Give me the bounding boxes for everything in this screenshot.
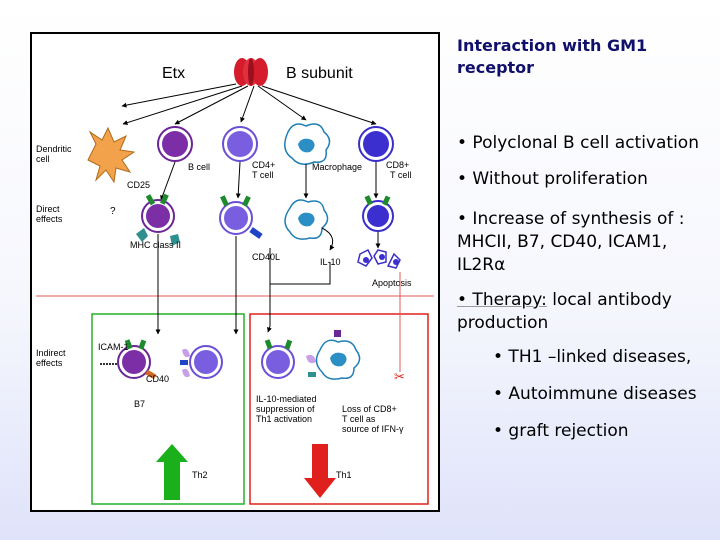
activated-cd8-t-cell-icon <box>362 195 394 232</box>
icam1-label: ICAM-1 <box>98 342 129 352</box>
th2-box <box>91 313 245 505</box>
dendritic-cell-icon <box>87 126 136 184</box>
lower-arrows <box>155 234 331 335</box>
cd40l-label: CD40L <box>252 252 280 262</box>
activated-cd4-t-cell-icon <box>219 195 263 239</box>
interacting-b-cell-icon <box>117 339 157 380</box>
cd8-label-2: T cell <box>390 170 411 180</box>
interacting-cd4-t-cell-icon <box>180 345 223 379</box>
activated-macrophage-icon <box>284 199 329 240</box>
cd4-label-2: T cell <box>252 170 273 180</box>
sub-bullet-graft: • graft rejection <box>493 421 629 441</box>
il10-note-1: IL-10-mediated <box>256 394 317 404</box>
mhc-class-ii-label: MHC class II <box>130 240 181 250</box>
suppressed-t-cell-icon <box>261 339 295 379</box>
sub-bullet-autoimmune: • Autoimmune diseases <box>493 384 697 404</box>
cd8-t-cell-icon <box>358 126 394 162</box>
etx-b-subunit-icon <box>234 58 268 86</box>
th2-label: Th2 <box>192 470 208 480</box>
macrophage-label: Macrophage <box>312 162 362 172</box>
cd8-note-1: Loss of CD8+ <box>342 404 397 414</box>
therapy-text: local antibody production <box>457 290 672 333</box>
b-subunit-label: B subunit <box>286 65 353 82</box>
sub-bullet-th1: • TH1 –linked diseases, <box>493 347 692 367</box>
cd40-label: CD40 <box>146 374 169 384</box>
bullet-without-proliferation: • Without proliferation <box>457 169 648 189</box>
apoptotic-fragments-icon <box>357 248 401 269</box>
indirect-effects-label-1: Indirect <box>36 348 66 358</box>
bullet-polyclonal: • Polyclonal B cell activation <box>457 133 699 153</box>
cd25-label: CD25 <box>127 180 150 190</box>
cd8-note-2: T cell as <box>342 414 376 424</box>
il10-arrow <box>321 227 335 251</box>
cd8-note-3: source of IFN-γ <box>342 424 404 434</box>
direct-effects-label-2: effects <box>36 214 63 224</box>
th1-down-arrow <box>304 444 336 498</box>
cd4-label-1: CD4+ <box>252 160 275 170</box>
th2-up-arrow <box>156 444 188 500</box>
cd8-label-1: CD8+ <box>386 160 409 170</box>
slide-title: Interaction with GM1 receptor <box>457 36 648 77</box>
th1-box <box>249 313 429 505</box>
regulatory-macrophage-icon <box>306 330 361 380</box>
bullet-therapy: • Therapy: local antibody production <box>457 289 717 335</box>
b7-label: B7 <box>134 399 145 409</box>
b-cell-icon <box>157 126 193 162</box>
macrophage-icon <box>284 123 331 165</box>
il10-note-2: suppression of <box>256 404 315 414</box>
scissors-icon: ✂ <box>394 369 405 384</box>
diagram-frame <box>30 32 440 512</box>
therapy-label: • Therapy: <box>457 290 547 310</box>
b-cell-label: B cell <box>188 162 210 172</box>
direct-effects-label-1: Direct <box>36 204 60 214</box>
th1-label: Th1 <box>336 470 352 480</box>
etx-mechanism-diagram: Etx B subunit Dendritic cell B cell CD4+… <box>30 32 440 512</box>
dendritic-label-1: Dendritic <box>36 144 72 154</box>
bullet-increase-synthesis: • Increase of synthesis of : MHCII, B7, … <box>457 209 685 275</box>
middle-arrows <box>160 161 379 201</box>
toxin-arrows <box>121 83 377 126</box>
apoptosis-label: Apoptosis <box>372 278 412 288</box>
cd4-t-cell-icon <box>222 126 258 162</box>
etx-label: Etx <box>162 65 185 82</box>
il10-note-3: Th1 activation <box>256 414 312 424</box>
activated-b-cell-icon <box>136 193 180 246</box>
indirect-effects-label-2: effects <box>36 358 63 368</box>
dendritic-label-2: cell <box>36 154 50 164</box>
question-mark: ? <box>110 206 116 217</box>
